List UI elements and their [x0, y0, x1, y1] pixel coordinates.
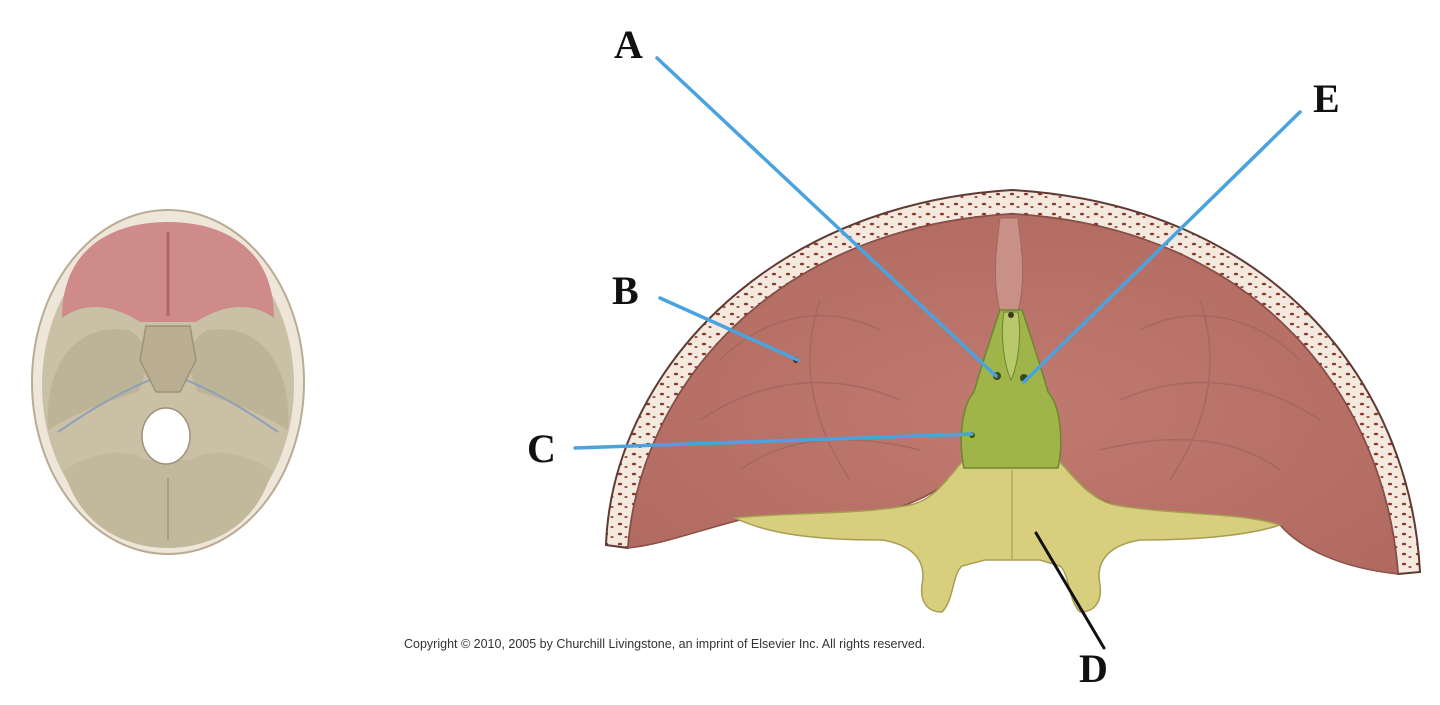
- overview-middle-fossa-left: [47, 329, 147, 430]
- foramen-cecum: [1008, 312, 1014, 318]
- crista-galli: [1001, 311, 1021, 382]
- frontal-crest: [994, 217, 1024, 313]
- pointer-line-d: [1034, 531, 1106, 650]
- overview-petrous-ridge-left: [57, 379, 151, 433]
- skull-base-overview: [31, 209, 305, 555]
- overview-petrous-ridge-right: [185, 379, 279, 433]
- pointer-lines: [573, 56, 1302, 650]
- label-c: C: [527, 426, 556, 471]
- orbital-ridges-left: [699, 299, 921, 481]
- label-d: D: [1079, 646, 1108, 691]
- label-a: A: [614, 22, 643, 67]
- label-e: E: [1313, 76, 1340, 121]
- copyright-notice: Copyright © 2010, 2005 by Churchill Livi…: [404, 637, 925, 651]
- pointer-line-a: [655, 56, 998, 378]
- lesser-wings-sphenoid: [732, 461, 1283, 613]
- label-b: B: [612, 268, 639, 313]
- orbital-ridges-right: [1099, 299, 1321, 481]
- overview-middle-fossa-right: [189, 329, 289, 430]
- pointer-line-e: [1022, 110, 1302, 384]
- anterior-cranial-fossa: [604, 188, 1422, 613]
- pointer-line-c: [573, 432, 974, 450]
- overview-sella: [139, 325, 197, 393]
- pointer-line-b: [658, 296, 800, 362]
- overview-foramen-magnum: [141, 407, 191, 465]
